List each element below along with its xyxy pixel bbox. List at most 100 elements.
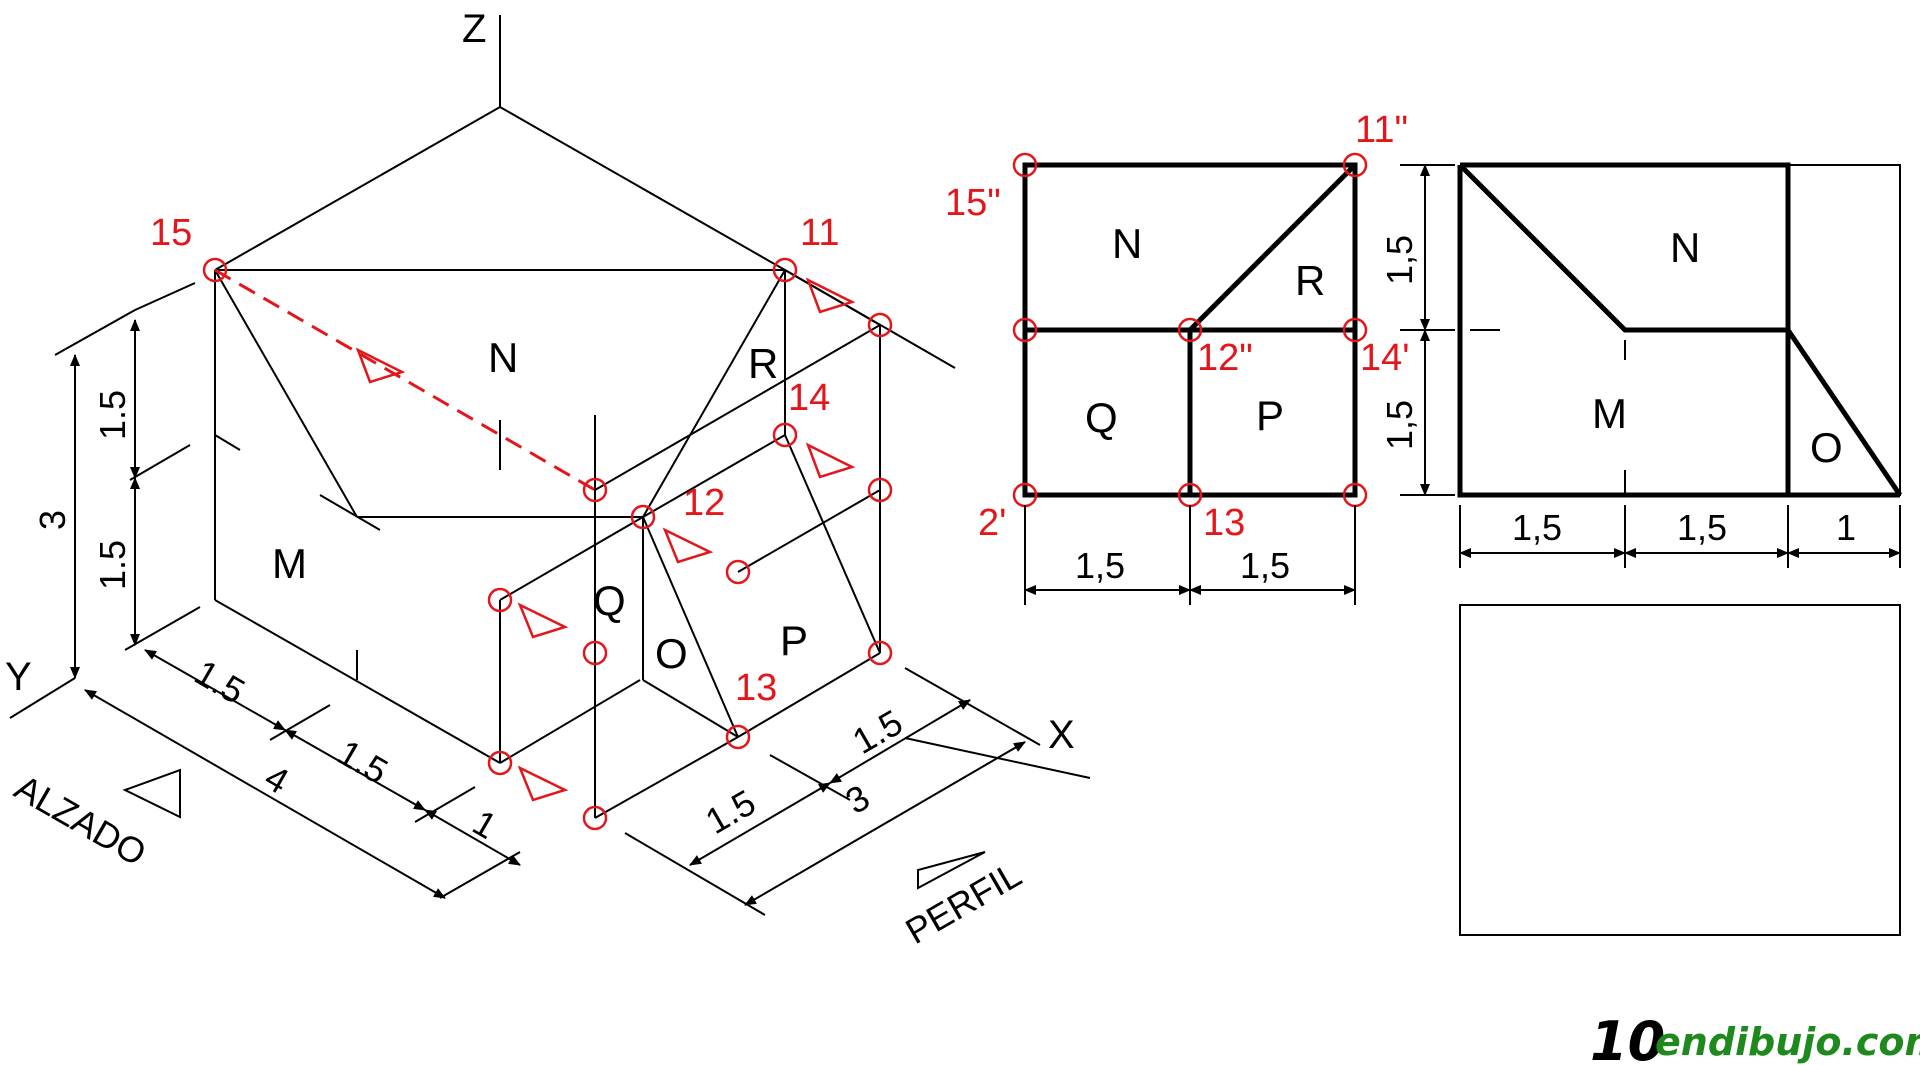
face-q-label: Q	[593, 577, 626, 624]
front-dim-label-v1: 1,5	[1379, 235, 1420, 285]
arrow-marker-3	[805, 442, 856, 479]
point-circle	[867, 312, 893, 338]
face-r-label: R	[748, 340, 778, 387]
point-label-12: 12	[683, 482, 725, 524]
top-point-label-13: 13	[1203, 502, 1245, 544]
arrow-marker-2	[805, 277, 856, 314]
dim-label-3-x: 3	[839, 776, 877, 822]
point-circle	[867, 477, 893, 503]
alzado-label: ALZADO	[8, 766, 153, 874]
top-point-label-12: 12"	[1197, 337, 1253, 379]
roof-apex-outline	[214, 105, 956, 369]
front-view-roof-line	[1458, 163, 1788, 333]
point-circle-15	[202, 257, 228, 283]
top-dim-label-1: 1,5	[1075, 545, 1125, 586]
top-view-diagonal	[1188, 163, 1357, 332]
face-o-label: O	[655, 630, 688, 677]
arrow-marker-4	[662, 527, 714, 564]
top-point-label-11: 11"	[1355, 109, 1408, 151]
point-circle-11	[772, 257, 798, 283]
construction-line-3	[737, 489, 881, 573]
bottom-left-edge	[214, 599, 501, 764]
face-p-label: P	[780, 617, 808, 664]
perfil-view-triangle	[917, 851, 986, 890]
point-circle	[582, 477, 608, 503]
dim-label-4: 4	[258, 756, 296, 802]
perfil-label: PERFIL	[899, 853, 1029, 952]
point-label-15: 15	[150, 212, 192, 254]
point-circle	[582, 805, 608, 831]
o-slope-edge	[642, 516, 739, 738]
point-circle	[867, 640, 893, 666]
dim-label-3: 3	[32, 510, 73, 530]
point-label-14: 14	[788, 377, 830, 419]
front-view: N M O 1,5 1,5 1,5 1,5 1	[1379, 162, 1903, 568]
dim-ext-8	[624, 832, 766, 916]
point-circle-12	[630, 504, 656, 530]
point-circle	[487, 587, 513, 613]
r-slope-edge	[642, 269, 786, 518]
isometric-view: Z Y X N R M Q O P 15 11 14 12 13 1.5 1.5…	[5, 7, 1091, 952]
front-dim-label-h3: 1	[1836, 507, 1856, 548]
top-point-circle-11	[1342, 152, 1368, 178]
tick-4	[319, 494, 381, 531]
x-axis-label: X	[1048, 713, 1075, 757]
logo-number: 10	[1590, 1010, 1665, 1065]
side-view-blank-box	[1459, 604, 1901, 936]
arrow-marker-6	[517, 765, 569, 802]
point-label-11: 11	[800, 212, 839, 254]
alzado-view-triangle	[122, 768, 181, 819]
dim-ext-3	[129, 444, 191, 481]
top-face-n-label: N	[1112, 220, 1142, 267]
q-top-edge	[499, 516, 644, 601]
point-label-13: 13	[735, 667, 777, 709]
m-slope-edge	[214, 269, 358, 518]
front-view-side-box	[1787, 164, 1901, 496]
top-dim-label-2: 1,5	[1240, 545, 1290, 586]
point-circle	[725, 559, 751, 585]
top-point-label-14: 14'	[1360, 337, 1410, 379]
dim-ext-2	[134, 282, 196, 311]
front-dim-label-h1: 1,5	[1512, 507, 1562, 548]
construction-line-4	[594, 736, 739, 819]
dim-ext-9	[769, 754, 851, 801]
dim-ext-7	[439, 851, 521, 899]
dim-line-iso-7	[744, 741, 1026, 906]
top-point-circle-15	[1012, 152, 1038, 178]
point-circle	[582, 640, 608, 666]
front-face-o-label: O	[1810, 424, 1843, 471]
top-face-p-label: P	[1256, 392, 1284, 439]
dim-label-1-5-d: 1.5	[846, 701, 910, 762]
point-markers	[202, 257, 893, 831]
top-point-circle-12	[1177, 317, 1203, 343]
front-view-o-slope	[1785, 328, 1903, 497]
top-face-r-label: R	[1295, 257, 1325, 304]
point-circle-14	[772, 422, 798, 448]
arrow-marker-5	[517, 602, 569, 639]
z-axis-label: Z	[462, 7, 486, 51]
projection-arrows	[355, 277, 856, 802]
tick-3	[214, 434, 241, 451]
front-face-n-label: N	[1670, 224, 1700, 271]
top-face-q-label: Q	[1085, 394, 1118, 441]
dim-ext-6	[414, 786, 476, 823]
top-point-label-2: 2'	[978, 502, 1006, 544]
dim-label-1-5-b: 1.5	[331, 731, 395, 792]
o-bottom-edge	[642, 679, 739, 738]
p-top-edge	[642, 434, 786, 518]
dim-ext-1	[54, 309, 136, 356]
dim-ext-5	[269, 704, 331, 741]
logo-text: endibujo.com	[1655, 1020, 1920, 1064]
point-circle	[487, 750, 513, 776]
projection-dashed-line	[214, 268, 596, 492]
point-circle-13	[725, 724, 751, 750]
face-n-label: N	[488, 334, 518, 381]
dim-ext-4	[124, 606, 201, 651]
site-logo: 10 endibujo.com	[1590, 1010, 1920, 1065]
top-point-circle-14	[1342, 317, 1368, 343]
dim-label-1-5-a: 1.5	[188, 651, 252, 712]
p-slope-edge	[784, 434, 881, 654]
dim-label-1: 1	[466, 801, 504, 847]
y-axis-line	[9, 677, 76, 719]
